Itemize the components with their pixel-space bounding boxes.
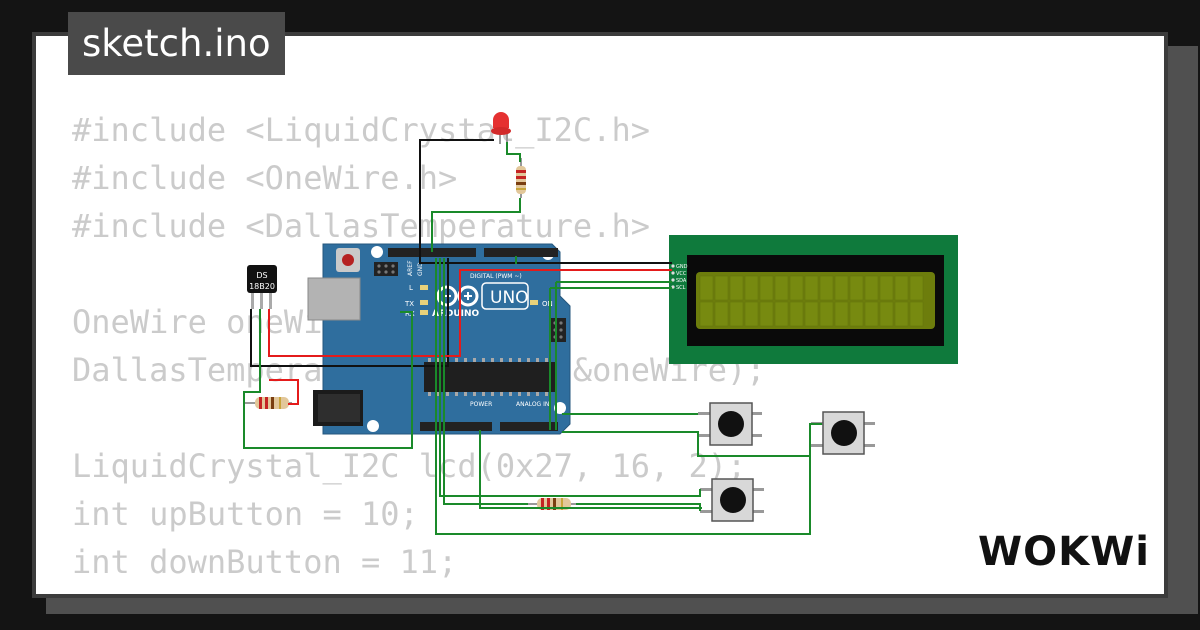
l-led-label: L [409, 284, 413, 292]
wokwi-logo-text: WOKWi [978, 529, 1150, 575]
digital-header-right [484, 248, 558, 257]
tx-label: TX [404, 300, 414, 308]
wokwi-logo-icon: WOKWi [978, 529, 1150, 575]
code-line: #include <OneWire.h> [72, 159, 458, 197]
wire-button-3-res [443, 258, 528, 505]
power-label: POWER [470, 401, 492, 408]
uno-label: UNO [490, 288, 529, 308]
preview-card: #include <LiquidCrystal_I2C.h> #include <… [32, 32, 1168, 598]
arduino-label: ARDUINO [432, 309, 480, 319]
code-line: LiquidCrystal_I2C lcd(0x27, 16, 2); [72, 447, 747, 485]
lcd-pin-sda: SDA [676, 278, 687, 284]
analog-label: ANALOG IN [516, 401, 549, 408]
wire-lcd-gnd [419, 252, 672, 264]
mount-hole [371, 246, 383, 258]
lcd-pin-gnd: GND [676, 264, 688, 270]
wire-sensor-data [243, 309, 413, 449]
wire-resistor-pin [431, 198, 521, 252]
code-line: int selectButton = 12; [72, 586, 766, 594]
sensor-label-2: 18B20 [249, 282, 275, 291]
code-line: int downButton = 11; [72, 543, 458, 581]
wire-button-2 [435, 258, 822, 535]
rx-label: RX [405, 310, 415, 318]
code-line: #include <LiquidCrystal_I2C.h> [72, 111, 650, 149]
pushbutton-3[interactable] [700, 478, 764, 522]
pushbutton-2[interactable] [811, 411, 875, 455]
power-header [420, 422, 492, 431]
digital-label: DIGITAL (PWM ~) [470, 273, 522, 280]
pushbutton-1[interactable] [698, 402, 762, 446]
code-line: #include <DallasTemperature.h> [72, 207, 650, 245]
red-led[interactable] [491, 112, 511, 144]
resistor-led [516, 158, 526, 198]
lcd-pin-vcc: VCC [676, 271, 687, 277]
on-led-label: ON [542, 300, 553, 308]
gnd-label: GND [417, 262, 424, 276]
wire-led-gnd [419, 139, 494, 252]
mount-hole [367, 420, 379, 432]
wire-led-resistor [506, 142, 521, 162]
resistor-sensor [244, 397, 292, 409]
usb-port [307, 277, 361, 321]
wire-gnd-button [479, 430, 702, 509]
code-line: int upButton = 10; [72, 495, 419, 533]
digital-header-left [388, 248, 476, 257]
wire-vcc [268, 269, 672, 357]
file-name-tab[interactable]: sketch.ino [68, 12, 285, 75]
sensor-label-1: DS [256, 271, 267, 280]
lcd-display[interactable]: GND VCC SDA SCL [669, 235, 958, 364]
code-background: #include <LiquidCrystal_I2C.h> #include <… [72, 106, 766, 594]
ds18b20-sensor[interactable]: DS 18B20 [247, 265, 277, 309]
wire-button-3 [439, 258, 701, 497]
wires [243, 139, 822, 535]
analog-header [500, 422, 558, 431]
wire-button-1-2 [562, 431, 811, 457]
aref-label: AREF [407, 260, 414, 276]
lcd-pin-scl: SCL [676, 285, 686, 291]
wire-sensor-gnd [250, 258, 449, 367]
wire-pullup-vcc [269, 379, 299, 405]
